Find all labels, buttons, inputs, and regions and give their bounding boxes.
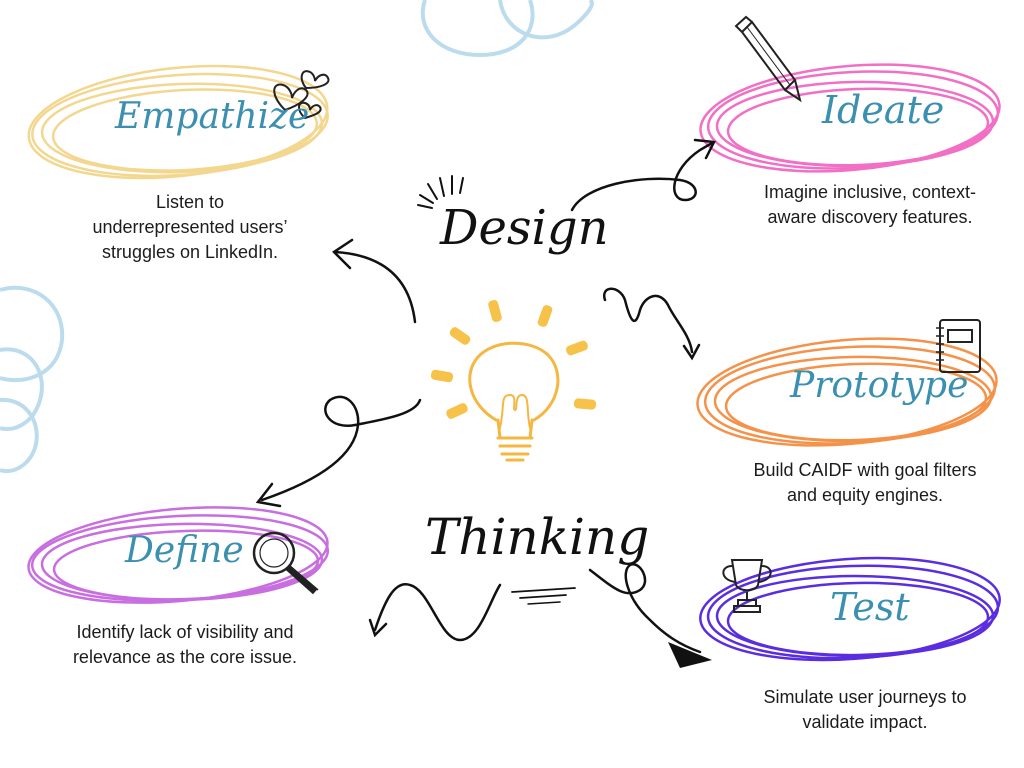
ideate-ring xyxy=(699,63,1001,173)
stage-description-define: Identify lack of visibility and relevanc… xyxy=(30,620,340,670)
center-word-thinking: Thinking xyxy=(425,508,650,566)
trophy-icon xyxy=(722,559,772,613)
arrow-to-empathize xyxy=(333,250,417,324)
description-line: aware discovery features. xyxy=(767,207,973,227)
decor-circles-top xyxy=(420,0,594,58)
description-line: validate impact. xyxy=(802,712,928,732)
notebook-icon xyxy=(936,319,981,373)
stage-title-test: Test xyxy=(830,585,910,629)
hearts-icon xyxy=(273,70,330,120)
arrow-to-test xyxy=(588,563,702,654)
description-line: Identify lack of visibility and xyxy=(76,622,294,642)
stage-description-ideate: Imagine inclusive, context- aware discov… xyxy=(725,180,1015,230)
arrow-to-test-head xyxy=(668,642,712,668)
description-line: Imagine inclusive, context- xyxy=(763,182,977,202)
stage-description-test: Simulate user journeys to validate impac… xyxy=(720,685,1010,735)
description-line: Build CAIDF with goal filters xyxy=(753,460,977,480)
lightbulb-icon xyxy=(430,299,597,462)
center-word-design: Design xyxy=(440,200,609,256)
prototype-ring xyxy=(696,337,998,447)
empathize-ring xyxy=(27,64,329,180)
stage-title-empathize: Empathize xyxy=(115,96,310,137)
stage-description-empathize: Listen to underrepresented users’ strugg… xyxy=(60,190,320,265)
stage-title-define: Define xyxy=(125,530,244,571)
arrow-to-prototype xyxy=(602,287,694,354)
arrow-to-define xyxy=(260,395,422,502)
stage-description-prototype: Build CAIDF with goal filters and equity… xyxy=(720,458,1010,508)
connector-arrows xyxy=(255,138,716,654)
description-line: struggles on LinkedIn. xyxy=(101,242,279,262)
description-line: Listen to xyxy=(155,192,225,212)
description-line: underrepresented users’ xyxy=(92,217,288,237)
stage-title-prototype: Prototype xyxy=(790,365,969,406)
test-ring xyxy=(699,556,1001,662)
description-line: and equity engines. xyxy=(786,485,944,505)
stage-title-ideate: Ideate xyxy=(822,88,945,132)
magnifier-icon xyxy=(252,531,319,595)
define-ring xyxy=(27,506,330,604)
pencil-icon xyxy=(734,15,802,103)
description-line: Simulate user journeys to xyxy=(763,687,967,707)
squiggle-arrow xyxy=(373,583,502,642)
decor-circles-left xyxy=(0,285,65,474)
description-line: relevance as the core issue. xyxy=(72,647,298,667)
arrow-to-ideate xyxy=(570,141,714,212)
